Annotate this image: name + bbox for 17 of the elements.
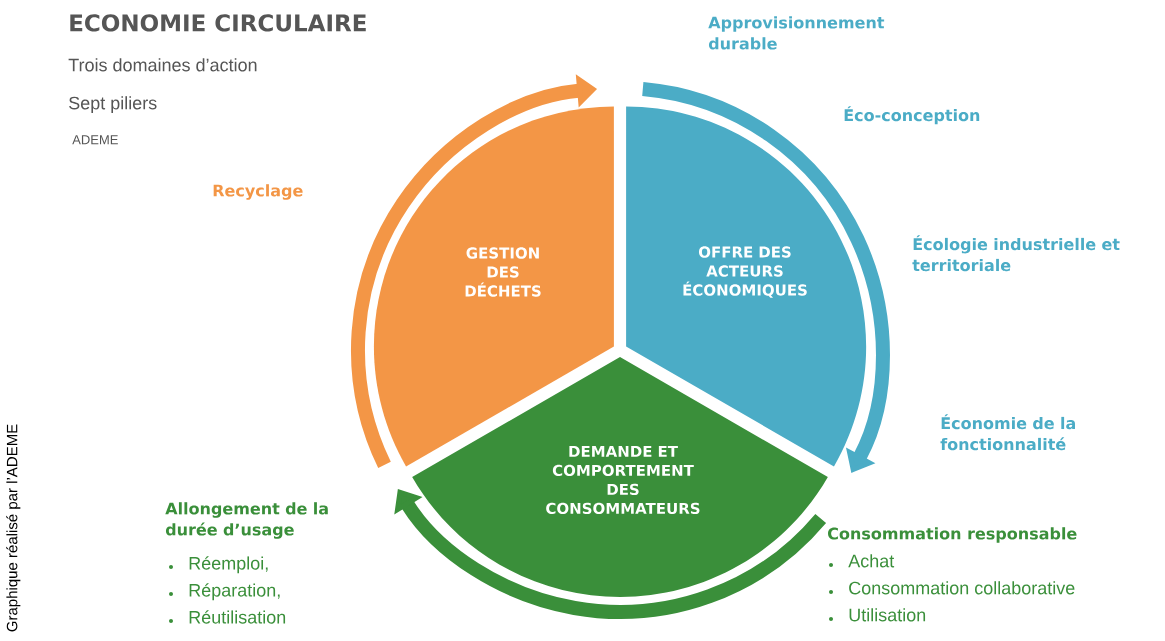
pillar-label: Économie de la fonctionnalité (940, 414, 1075, 451)
credit-text: Graphique réalisé par l’ADEME (6, 424, 21, 632)
text-label: Trois domaines d’action (68, 58, 257, 72)
list-item: Consommation collaborative (849, 581, 1075, 595)
list-item: Achat (848, 554, 895, 568)
pillar-label: Approvisionnement durable (708, 16, 885, 50)
pillar-label: Allongement de la durée d’usage (165, 502, 328, 539)
list-item: Réutilisation (189, 610, 286, 624)
list-item: Utilisation (849, 608, 926, 622)
text-label: ADEME (72, 135, 118, 145)
pillar-label: Écologie industrielle et territoriale (912, 235, 1120, 272)
text-label: Sept piliers (69, 96, 157, 113)
list-item: Réemploi, (189, 556, 268, 574)
sector: DEMANDE ET COMPORTEMENT DES CONSOMMATEURS (412, 357, 828, 598)
list-item: Réparation, (189, 583, 280, 601)
pillar-label: Recyclage (213, 184, 303, 200)
title: ECONOMIE CIRCULAIRE (70, 14, 366, 32)
